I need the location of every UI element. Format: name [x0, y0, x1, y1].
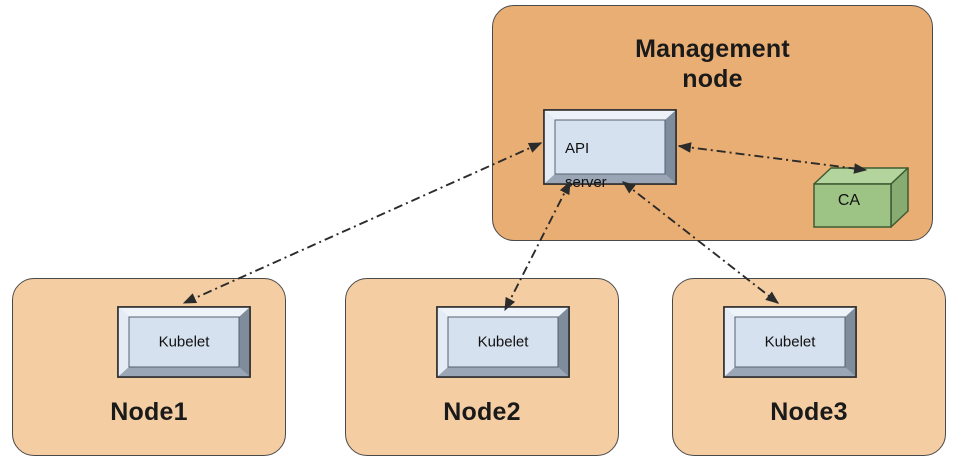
node1-container[interactable]: Node1 Kubelet [12, 278, 286, 456]
connector-api-to-node3[interactable] [621, 181, 780, 304]
api-server-box[interactable]: API server [543, 109, 677, 191]
connector-api-to-node1[interactable] [182, 142, 543, 304]
node3-kubelet-box[interactable]: Kubelet [723, 306, 857, 378]
management-node-title-line2: node [682, 65, 743, 93]
node3-title: Node3 [770, 398, 848, 426]
connector-api-to-ca[interactable] [677, 142, 868, 174]
api-server-bevel-graphic [543, 109, 677, 185]
node3-container[interactable]: Node3 Kubelet [672, 278, 946, 456]
ca-cuboid-graphic [813, 167, 909, 228]
node1-kubelet-box[interactable]: Kubelet [117, 306, 251, 378]
management-node-title-line1: Management [635, 35, 790, 63]
node1-title: Node1 [110, 398, 188, 426]
kubelet-bevel-graphic [117, 306, 251, 378]
node2-container[interactable]: Node2 Kubelet [345, 278, 619, 456]
kubelet-bevel-graphic [436, 306, 570, 378]
kubelet-bevel-graphic [723, 306, 857, 378]
node2-title: Node2 [443, 398, 521, 426]
management-node-title: Management node [493, 34, 932, 94]
connector-api-to-node2[interactable] [504, 180, 571, 312]
